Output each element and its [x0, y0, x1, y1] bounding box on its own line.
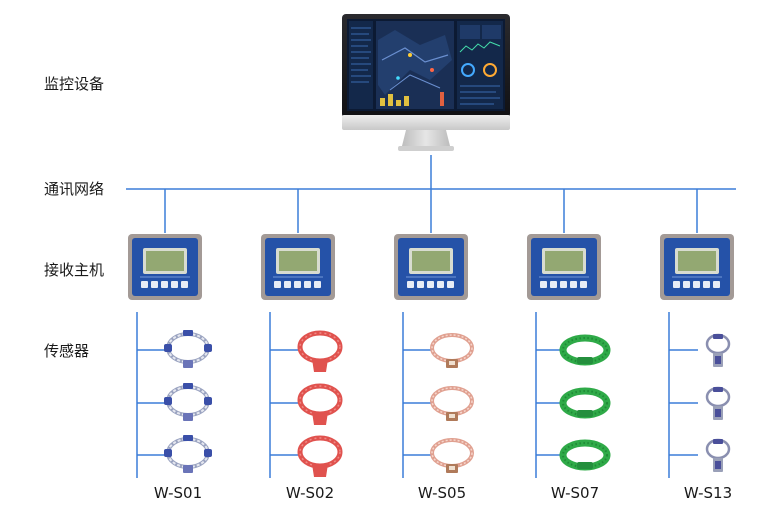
- model-label-w-s13: W-S13: [684, 484, 732, 502]
- model-label-w-s05: W-S05: [418, 484, 466, 502]
- column-3: [394, 234, 474, 478]
- row-label-sensor: 传感器: [44, 342, 89, 360]
- row-label-network: 通讯网络: [44, 180, 104, 198]
- current-sensor-icon: [164, 435, 212, 473]
- current-sensor-icon: [297, 383, 343, 425]
- monitor-display-icon: [342, 14, 510, 151]
- receiver-host-icon: [261, 234, 335, 300]
- current-sensor-icon: [164, 383, 212, 421]
- current-sensor-icon: [430, 386, 474, 421]
- column-5: [660, 234, 734, 478]
- row-label-monitor: 监控设备: [44, 75, 104, 93]
- model-label-w-s07: W-S07: [551, 484, 599, 502]
- receiver-host-icon: [128, 234, 202, 300]
- current-sensor-icon: [297, 435, 343, 477]
- receiver-host-icon: [660, 234, 734, 300]
- current-sensor-icon: [430, 438, 474, 473]
- column-2: [261, 234, 343, 478]
- current-sensor-icon: [559, 439, 611, 471]
- current-sensor-icon: [164, 330, 212, 368]
- current-sensor-icon: [705, 333, 731, 367]
- current-sensor-icon: [705, 386, 731, 420]
- current-sensor-icon: [705, 438, 731, 472]
- model-label-w-s02: W-S02: [286, 484, 334, 502]
- receiver-host-icon: [394, 234, 468, 300]
- column-4: [527, 234, 611, 478]
- current-sensor-icon: [559, 387, 611, 419]
- current-sensor-icon: [297, 330, 343, 372]
- row-label-host: 接收主机: [44, 261, 104, 279]
- current-sensor-icon: [559, 334, 611, 366]
- receiver-host-icon: [527, 234, 601, 300]
- model-label-w-s01: W-S01: [154, 484, 202, 502]
- column-1: [128, 234, 212, 478]
- network-lines: [126, 155, 736, 233]
- current-sensor-icon: [430, 333, 474, 368]
